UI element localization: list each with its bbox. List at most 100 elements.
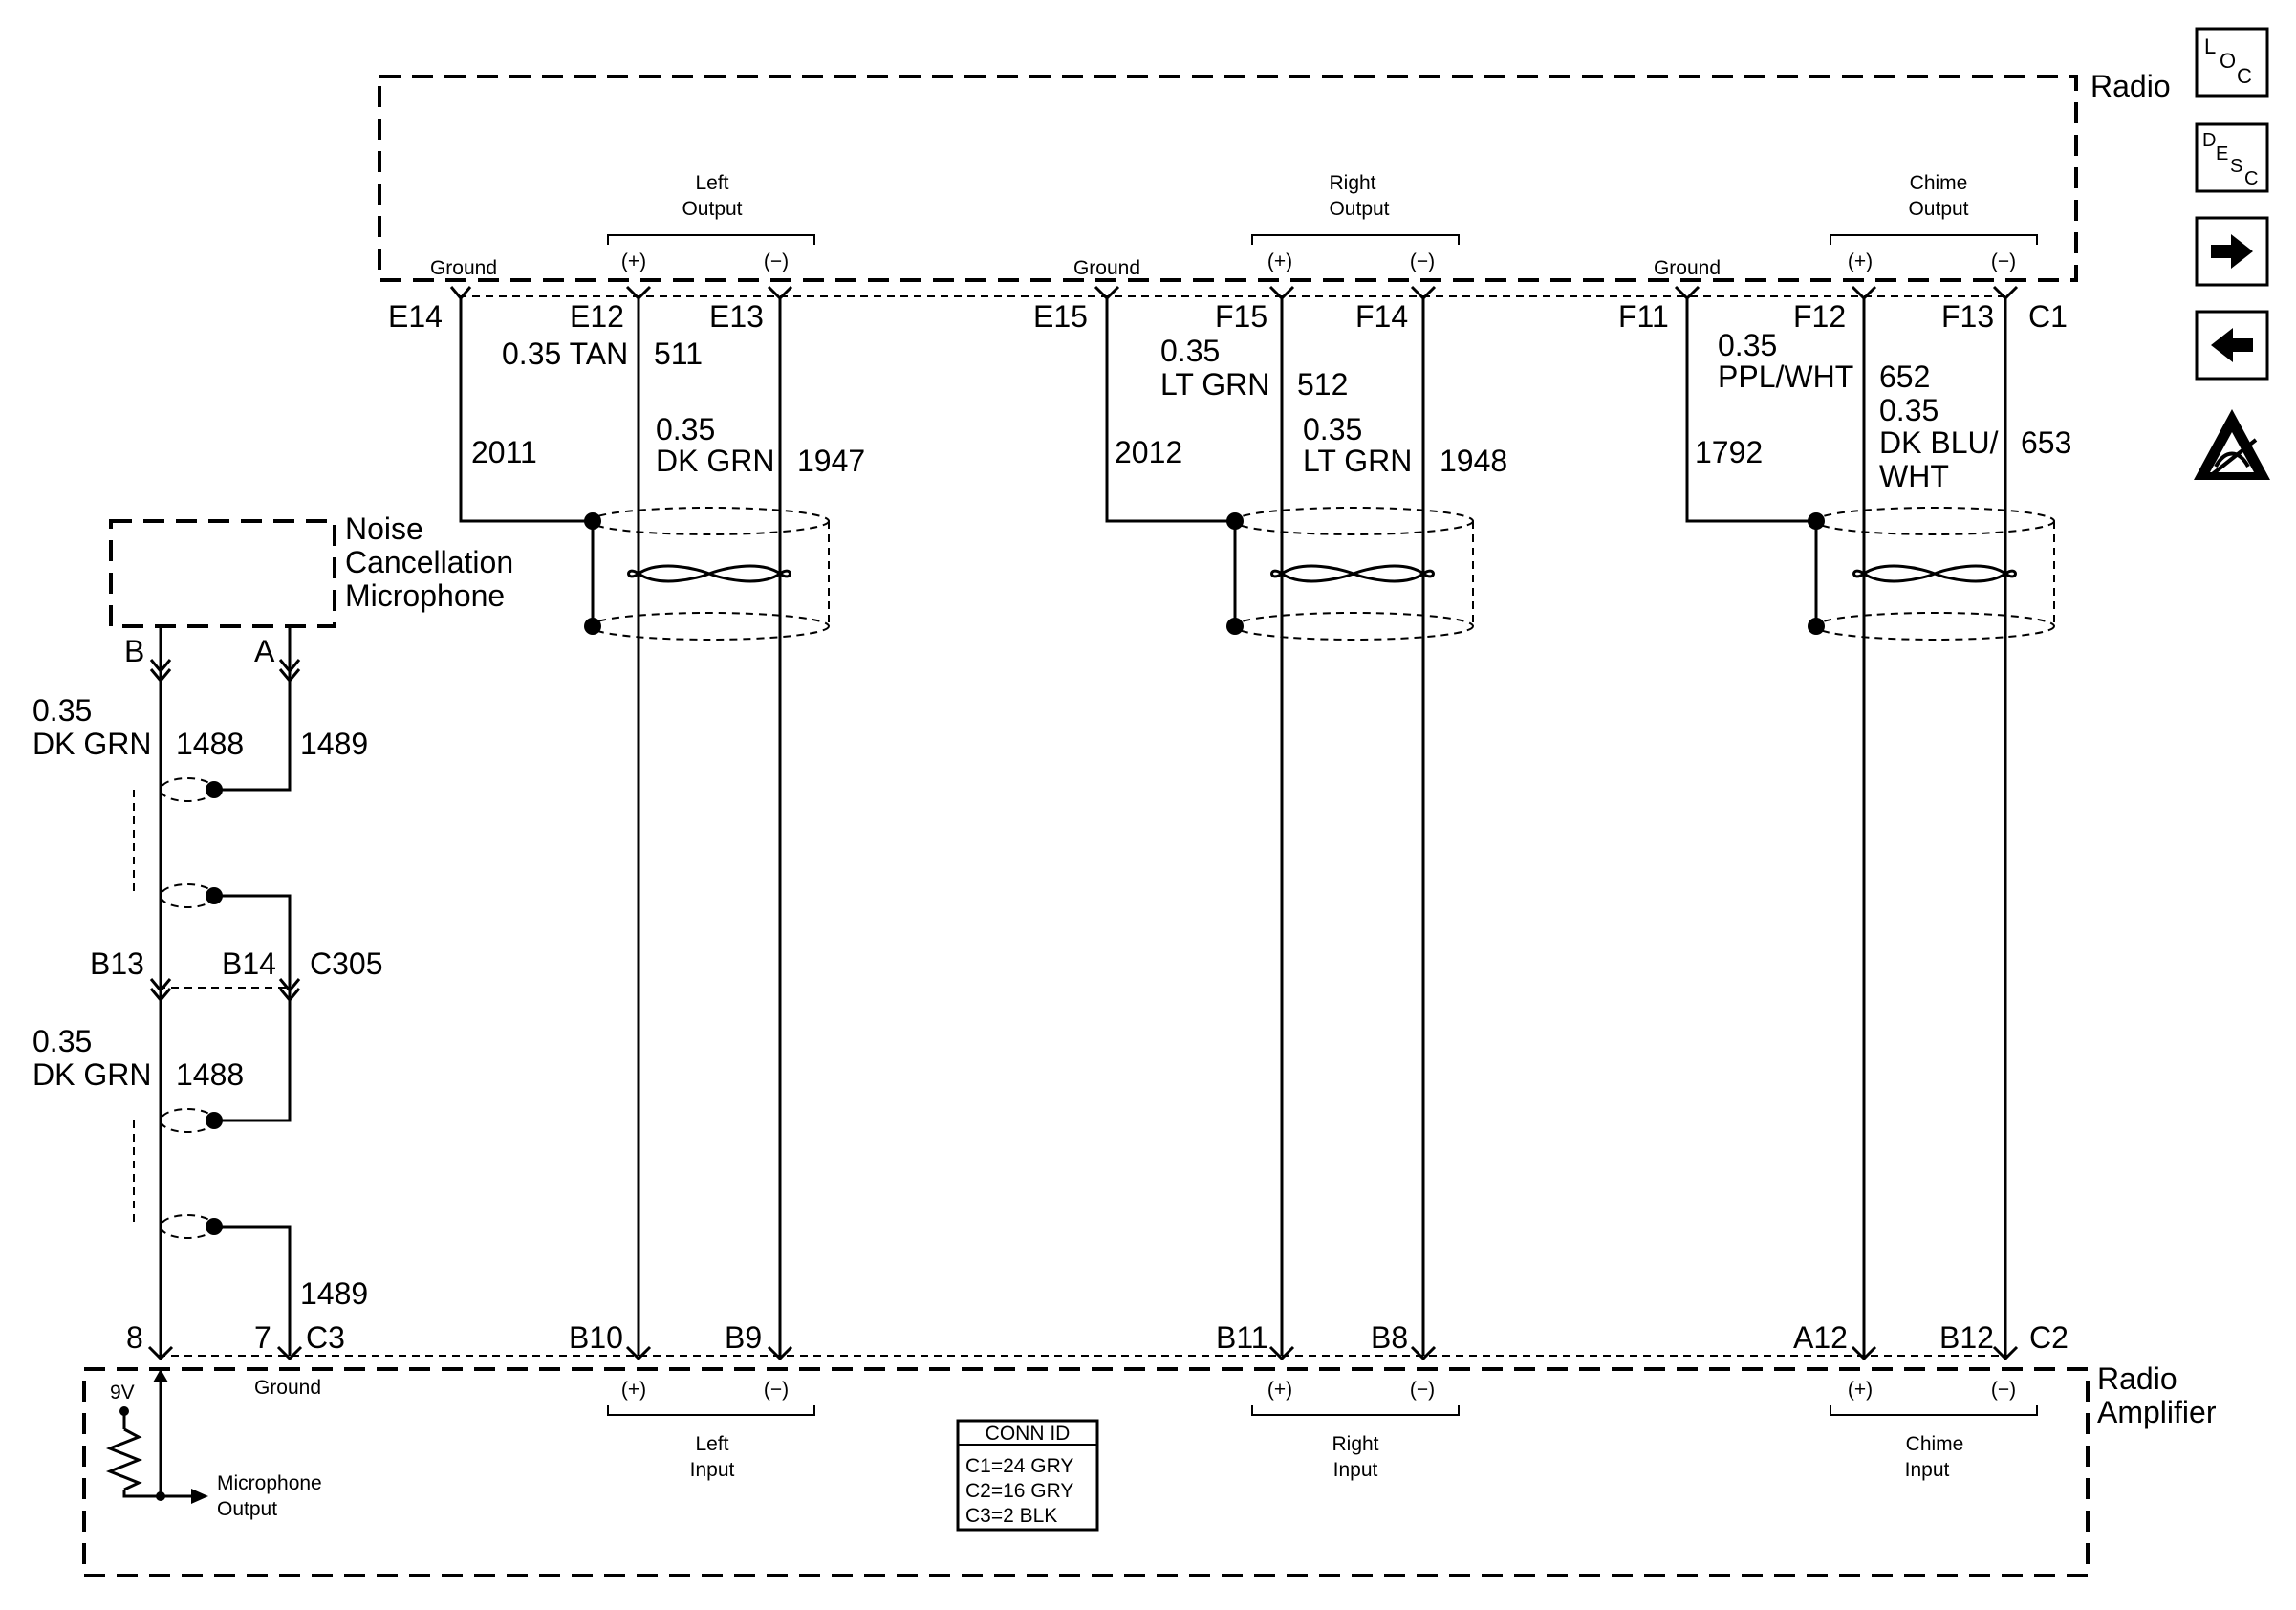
pin-c3: C3 — [306, 1320, 345, 1355]
pin-c2: C2 — [2029, 1320, 2069, 1355]
pin-b11: B11 — [1216, 1320, 1268, 1355]
output-brackets — [607, 234, 2038, 1416]
pin-e13: E13 — [709, 299, 764, 334]
inline-pin-b13: B13 — [90, 946, 144, 981]
wire-511-circuit: 511 — [654, 337, 703, 371]
wire-653-color-1: DK BLU/ — [1879, 425, 1999, 460]
pin-b12: B12 — [1939, 1320, 1994, 1355]
chime-input-label-1: Chime — [1906, 1433, 1964, 1455]
wire-512-circuit: 512 — [1297, 367, 1348, 402]
radio-terminals — [449, 285, 2019, 301]
pin-e15: E15 — [1033, 299, 1088, 334]
pin-f14: F14 — [1355, 299, 1408, 334]
wire-653-gauge: 0.35 — [1879, 393, 1939, 427]
conn-id-table: CONN ID C1=24 GRY C2=16 GRY C3=2 BLK — [956, 1419, 1099, 1532]
microphone-pin-a: A — [254, 634, 275, 668]
conn-id-row-2: C2=16 GRY — [965, 1480, 1073, 1502]
desc-letter-d: D — [2202, 130, 2216, 151]
radio-label: Radio — [2090, 69, 2171, 103]
right-plus-label: (+) — [1267, 250, 1292, 272]
pin-f13: F13 — [1941, 299, 1994, 334]
right-output-label-2: Output — [1329, 198, 1389, 220]
right-input-label-2: Input — [1333, 1459, 1378, 1481]
arrow-left-icon — [2211, 328, 2253, 362]
right-output-label-1: Right — [1329, 172, 1375, 194]
desc-button[interactable]: D E S C — [2195, 122, 2269, 193]
wire-1948-color: LT GRN — [1303, 444, 1412, 478]
loc-letter-c: C — [2237, 64, 2252, 88]
pin-b8: B8 — [1371, 1320, 1408, 1355]
microphone-label-3: Microphone — [345, 578, 505, 613]
pin-c1: C1 — [2028, 299, 2068, 334]
amp-ground-label: Ground — [254, 1377, 321, 1399]
wire-1948-gauge: 0.35 — [1303, 412, 1362, 446]
wire-1947-gauge: 0.35 — [656, 412, 715, 446]
conn-id-title: CONN ID — [986, 1423, 1071, 1445]
arrow-heads — [153, 1369, 208, 1504]
chime-plus-label: (+) — [1848, 250, 1873, 272]
back-button[interactable] — [2195, 310, 2269, 381]
arrow-right-icon — [2211, 234, 2253, 269]
amp-right-plus: (+) — [1267, 1379, 1292, 1401]
amplifier-box — [82, 1367, 2090, 1577]
mic-output-label-2: Output — [217, 1498, 277, 1520]
amp-chime-minus: (−) — [1991, 1379, 2016, 1401]
inline-connector-id: C305 — [310, 946, 383, 981]
wire-1947-color: DK GRN — [656, 444, 774, 478]
wire-1488-top-color: DK GRN — [32, 727, 151, 761]
chime-input-label-2: Input — [1905, 1459, 1950, 1481]
conn-id-row-3: C3=2 BLK — [965, 1505, 1057, 1527]
wire-653-color-2: WHT — [1879, 459, 1949, 493]
pin-f12: F12 — [1793, 299, 1846, 334]
esd-warning-icon — [2194, 409, 2270, 480]
microphone-label-1: Noise — [345, 511, 423, 546]
wire-2012-circuit: 2012 — [1115, 435, 1182, 469]
wire-652-color: PPL/WHT — [1718, 359, 1853, 394]
left-output-label-2: Output — [682, 198, 742, 220]
twist-symbols — [627, 564, 2017, 583]
amp-voltage-label: 9V — [110, 1382, 135, 1403]
desc-letter-c: C — [2244, 168, 2258, 189]
pin-8: 8 — [126, 1320, 143, 1355]
amplifier-label-2: Amplifier — [2097, 1395, 2217, 1429]
left-plus-label: (+) — [621, 250, 646, 272]
shield-cylinders — [133, 507, 2055, 1239]
loc-letter-o: O — [2220, 49, 2236, 73]
microphone-box — [109, 519, 336, 628]
wire-1488-top-circuit: 1488 — [176, 727, 244, 761]
wire-1488-bot-circuit: 1488 — [176, 1057, 244, 1092]
left-input-label-2: Input — [690, 1459, 735, 1481]
splice-dots — [119, 512, 1825, 1501]
wire-511-gauge-color: 0.35 TAN — [502, 337, 628, 371]
pin-f11: F11 — [1618, 299, 1669, 334]
wire-1948-circuit: 1948 — [1440, 444, 1507, 478]
wire-1792-circuit: 1792 — [1695, 435, 1763, 469]
loc-button[interactable]: L O C — [2195, 27, 2269, 98]
pin-b10: B10 — [569, 1320, 623, 1355]
amp-chime-plus: (+) — [1848, 1379, 1873, 1401]
conn-id-row-1: C1=24 GRY — [965, 1455, 1073, 1477]
chime-output-label-2: Output — [1908, 198, 1968, 220]
wire-1488-bot-gauge: 0.35 — [32, 1024, 92, 1058]
pin-e14: E14 — [388, 299, 443, 334]
wire-652-circuit: 652 — [1879, 359, 1930, 394]
pin-f15: F15 — [1215, 299, 1267, 334]
left-ground-label: Ground — [430, 257, 497, 279]
wire-1947-circuit: 1947 — [797, 444, 865, 478]
wire-1489-top-circuit: 1489 — [300, 727, 368, 761]
mic-output-label-1: Microphone — [217, 1472, 322, 1494]
chime-minus-label: (−) — [1991, 250, 2016, 272]
microphone-pin-b: B — [124, 634, 144, 668]
wire-2011-circuit: 2011 — [471, 435, 537, 469]
amp-left-minus: (−) — [764, 1379, 789, 1401]
forward-button[interactable] — [2195, 216, 2269, 287]
wire-652-gauge: 0.35 — [1718, 328, 1777, 362]
wire-1489-bot-circuit: 1489 — [300, 1276, 368, 1311]
radio-box — [378, 75, 2078, 282]
amp-right-minus: (−) — [1410, 1379, 1435, 1401]
amplifier-label-1: Radio — [2097, 1361, 2177, 1396]
pin-7: 7 — [254, 1320, 271, 1355]
desc-letter-s: S — [2230, 156, 2242, 177]
wires — [105, 296, 2007, 1498]
